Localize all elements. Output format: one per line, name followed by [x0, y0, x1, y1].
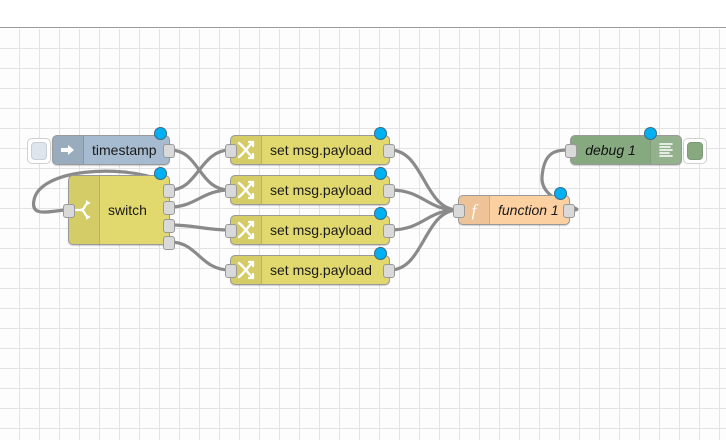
node-output-port[interactable] — [383, 144, 395, 158]
node-input-port[interactable] — [225, 224, 237, 238]
node-status-dot — [374, 247, 387, 260]
wire-change2-to-function — [388, 188, 460, 212]
node-switch[interactable]: switch — [63, 167, 175, 250]
node-status-dot — [154, 127, 167, 140]
change-swap-icon — [231, 256, 262, 284]
node-status-dot — [154, 167, 167, 180]
node-change-3[interactable]: set msg.payload — [225, 207, 395, 245]
node-output-port[interactable] — [563, 204, 575, 218]
node-output-port-0[interactable] — [163, 184, 175, 198]
node-output-port[interactable] — [383, 264, 395, 278]
inject-arrow-icon — [53, 136, 84, 164]
node-output-port-1[interactable] — [163, 201, 175, 215]
node-function-1[interactable]: f function 1 — [453, 187, 575, 225]
wire-switch3-to-change4 — [168, 240, 232, 272]
editor-header-strip — [0, 0, 726, 28]
node-input-port[interactable] — [453, 204, 465, 218]
node-label: set msg.payload — [270, 222, 372, 238]
change-swap-icon — [231, 136, 262, 164]
node-output-port-3[interactable] — [163, 236, 175, 250]
wire-switch1-to-change2 — [168, 188, 232, 209]
node-label: switch — [108, 202, 147, 218]
wire-switch0-to-change1 — [168, 148, 232, 192]
node-output-port[interactable] — [383, 224, 395, 238]
node-output-port[interactable] — [383, 184, 395, 198]
node-label: set msg.payload — [270, 262, 372, 278]
node-input-port[interactable] — [225, 144, 237, 158]
node-status-dot — [374, 127, 387, 140]
node-change-4[interactable]: set msg.payload — [225, 247, 395, 285]
wire-change1-to-function — [388, 148, 460, 212]
inject-trigger-button[interactable] — [27, 138, 51, 164]
node-label: set msg.payload — [270, 182, 372, 198]
inject-trigger-inner — [31, 142, 47, 160]
node-status-dot — [554, 187, 567, 200]
node-inject-timestamp[interactable]: timestamp — [27, 127, 175, 165]
flow-canvas[interactable]: timestamp switch — [0, 29, 726, 440]
debug-enable-toggle-inner — [687, 142, 703, 160]
node-input-port[interactable] — [565, 144, 577, 158]
debug-enable-toggle-button[interactable] — [683, 138, 707, 164]
node-label: debug 1 — [585, 142, 636, 158]
node-status-dot — [374, 207, 387, 220]
node-label: timestamp — [92, 142, 157, 158]
svg-text:f: f — [472, 201, 479, 220]
node-input-port[interactable] — [225, 184, 237, 198]
node-input-port[interactable] — [63, 204, 75, 218]
node-debug-1[interactable]: debug 1 — [565, 127, 707, 165]
node-input-port[interactable] — [225, 264, 237, 278]
debug-lines-icon — [650, 136, 681, 164]
wire-change3-to-function — [388, 208, 460, 232]
node-status-dot — [644, 127, 657, 140]
node-output-port[interactable] — [163, 144, 175, 158]
node-status-dot — [374, 167, 387, 180]
node-change-1[interactable]: set msg.payload — [225, 127, 395, 165]
node-label: set msg.payload — [270, 142, 372, 158]
wire-inject-to-change2 — [168, 148, 232, 192]
node-change-2[interactable]: set msg.payload — [225, 167, 395, 205]
node-output-port-2[interactable] — [163, 219, 175, 233]
node-label: function 1 — [498, 202, 559, 218]
wire-change4-to-function — [388, 208, 460, 272]
wire-switch2-to-change3 — [168, 223, 232, 232]
